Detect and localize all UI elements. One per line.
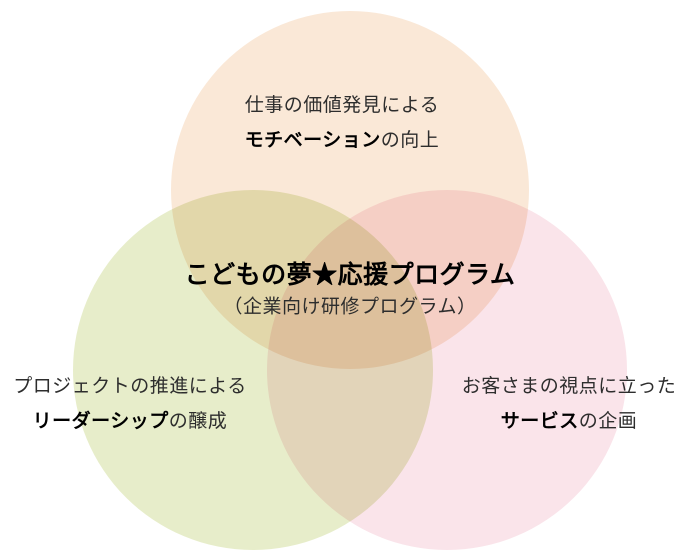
label-motivation-bold: モチベーション xyxy=(244,130,381,151)
circle-service xyxy=(267,190,627,550)
label-motivation-suffix: の向上 xyxy=(380,130,440,151)
label-motivation-line2: モチベーションの向上 xyxy=(245,123,440,158)
diagram-subtitle: （企業向け研修プログラム） xyxy=(223,296,477,318)
label-service: お客さまの視点に立った サービスの企画 xyxy=(462,369,677,439)
label-service-line1: お客さまの視点に立った xyxy=(461,376,677,397)
label-service-line2: サービスの企画 xyxy=(462,404,677,439)
label-leadership-line2: リーダーシップの醸成 xyxy=(13,404,246,439)
label-leadership-suffix: の醸成 xyxy=(168,411,228,432)
label-service-bold: サービス xyxy=(500,411,579,432)
label-motivation-line1: 仕事の価値発見による xyxy=(244,95,440,116)
label-motivation: 仕事の価値発見による モチベーションの向上 xyxy=(245,88,440,158)
diagram-title: こどもの夢★応援プログラム xyxy=(184,261,516,289)
label-leadership-line1: プロジェクトの推進による xyxy=(13,376,247,397)
label-leadership-bold: リーダーシップ xyxy=(32,411,169,432)
label-service-suffix: の企画 xyxy=(578,411,638,432)
label-leadership: プロジェクトの推進による リーダーシップの醸成 xyxy=(13,369,246,439)
